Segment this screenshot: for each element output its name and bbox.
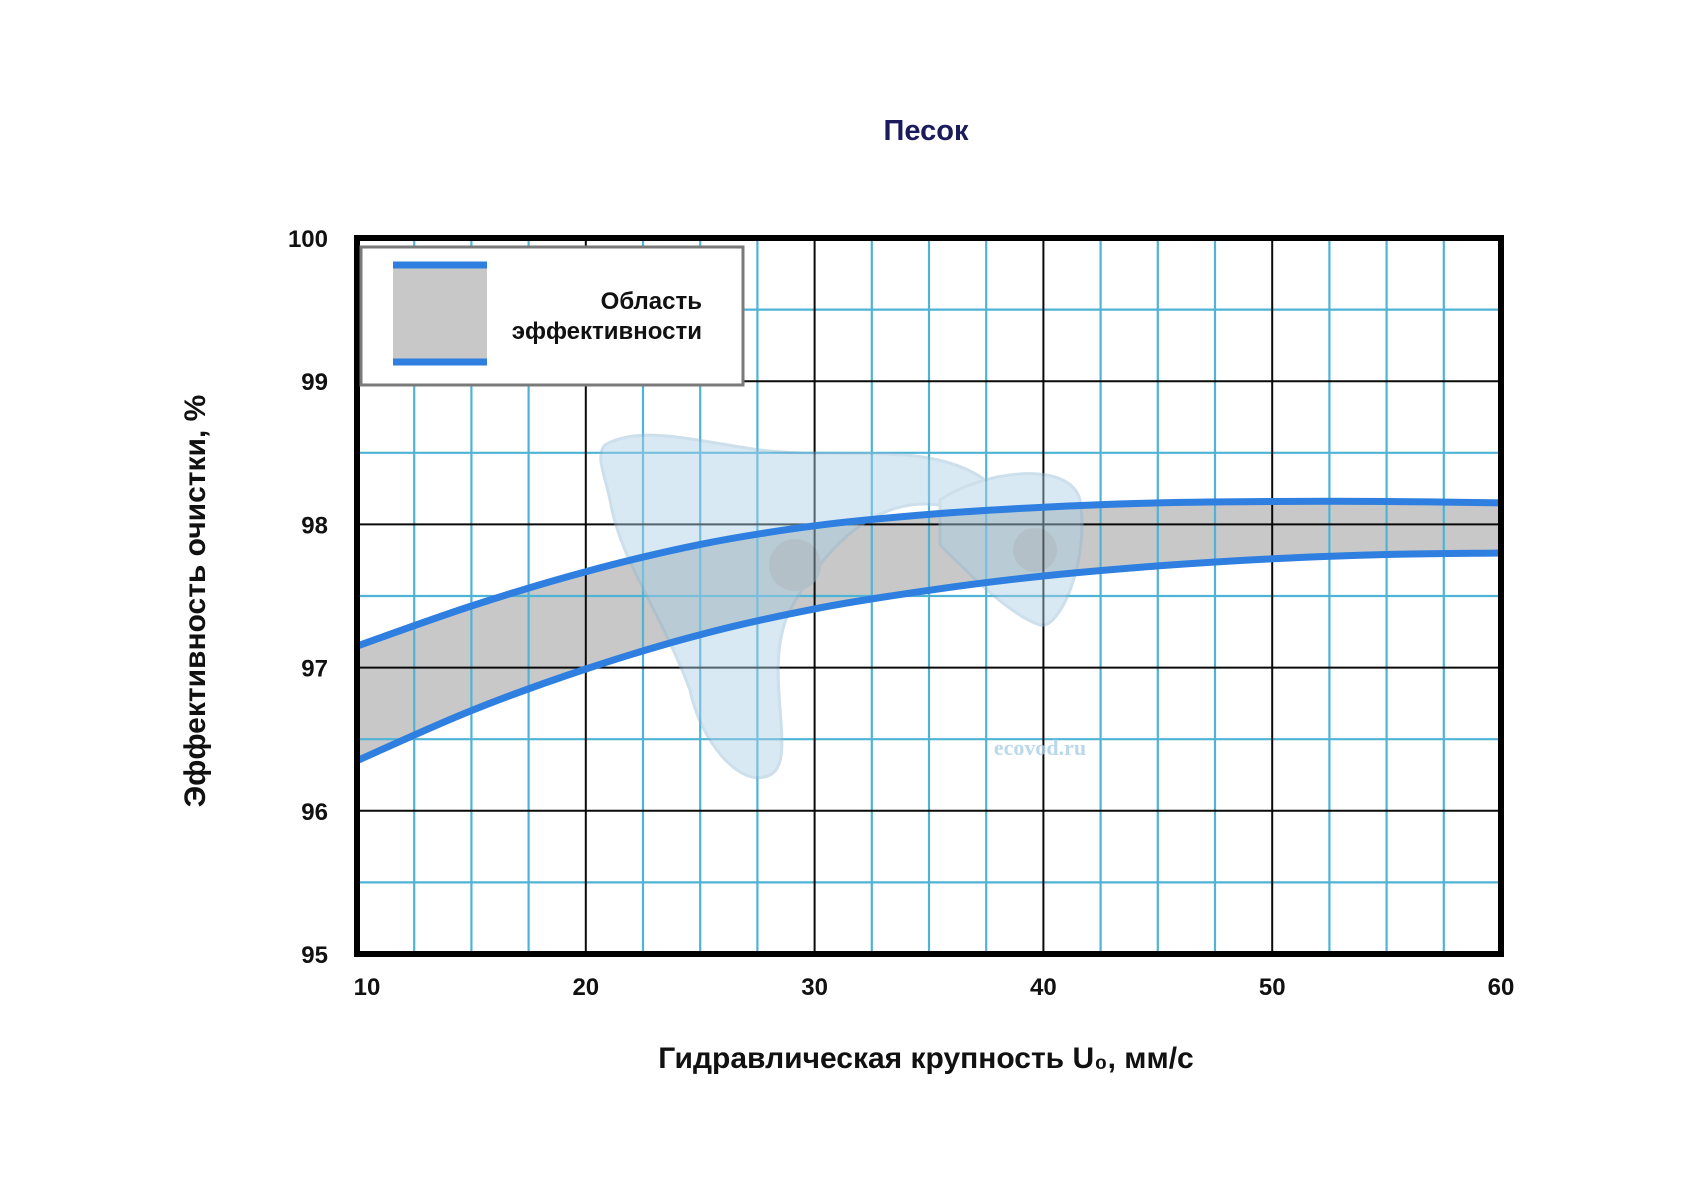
y-tick-label: 98	[301, 512, 328, 539]
y-tick-label: 97	[301, 656, 328, 683]
plot-frame-layer	[354, 235, 1504, 957]
tick-labels-layer: 10 20 30 40 50 60 95 96 97 98 99 100	[288, 226, 1514, 1001]
x-tick-label: 20	[572, 974, 599, 1001]
y-tick-label: 95	[301, 942, 328, 969]
logo-blade	[938, 472, 1084, 627]
plot-frame	[354, 235, 1504, 957]
x-tick-label: 50	[1259, 974, 1286, 1001]
x-tick-label: 40	[1030, 974, 1057, 1001]
logo-hub	[1013, 528, 1057, 572]
lower-boundary-curve	[355, 549, 1502, 764]
watermark-text: ecovod.ru	[994, 735, 1086, 760]
x-tick-label: 10	[354, 974, 381, 1001]
x-tick-label: 60	[1488, 974, 1515, 1001]
x-tick-label: 30	[801, 974, 828, 1001]
legend-label-line2: эффективности	[512, 318, 702, 345]
upper-boundary-curve	[355, 497, 1502, 650]
x-axis-label: Гидравлическая крупность U₀, мм/с	[658, 1042, 1193, 1075]
legend-band-swatch	[393, 265, 487, 361]
chart-title: Песок	[884, 115, 969, 147]
y-tick-label: 100	[288, 226, 328, 253]
y-tick-label: 96	[301, 799, 328, 826]
logo-blade	[599, 433, 998, 780]
legend: Область эффективности	[359, 245, 745, 387]
logo-hub	[769, 539, 821, 591]
y-axis-label: Эффективность очистки, %	[179, 395, 212, 808]
legend-label-line1: Область	[601, 288, 702, 315]
labels-layer: Песок Гидравлическая крупность U₀, мм/с …	[179, 115, 1194, 1075]
y-tick-label: 99	[301, 369, 328, 396]
